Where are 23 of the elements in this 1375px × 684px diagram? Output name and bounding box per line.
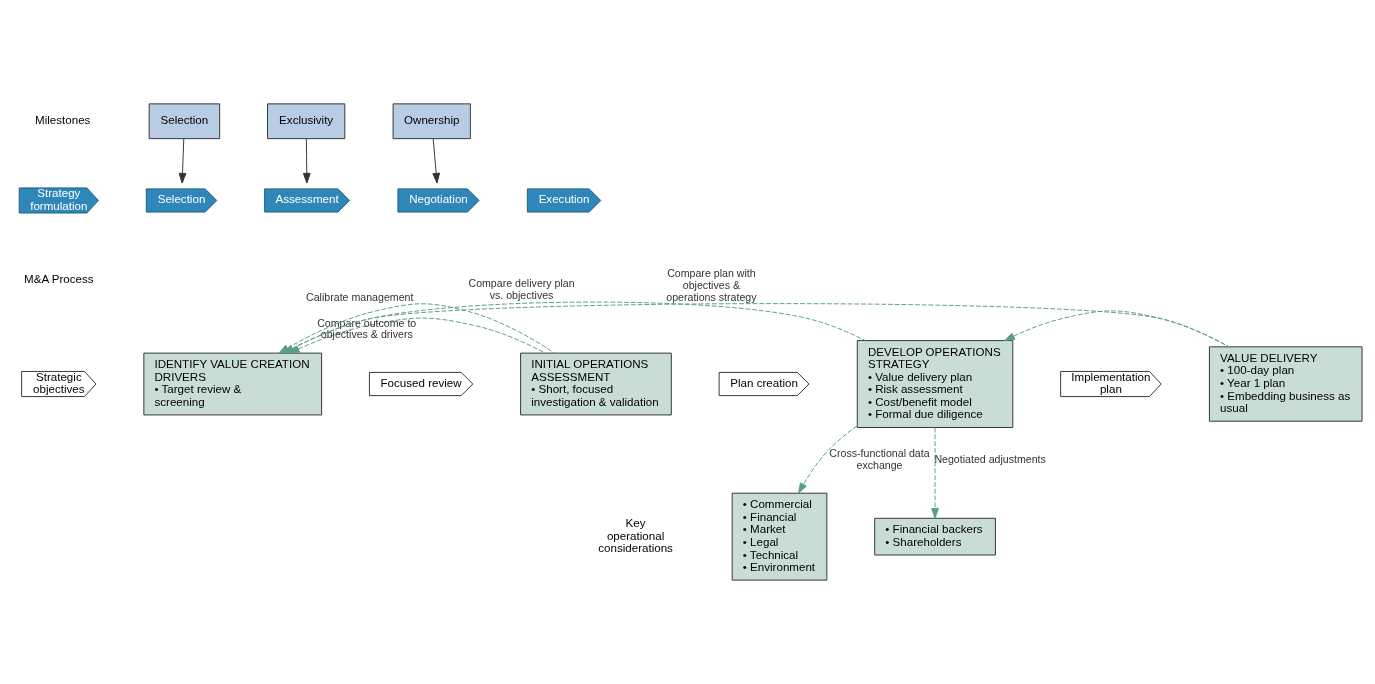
node-box: • Commercial • Financial • Market • Legal • Technical • Environment [731,492,828,581]
edge-label: Compare delivery plan vs. objectives [468,277,575,302]
label: Key operational considerations [598,517,673,555]
node-box: Ownership [392,103,471,140]
node-box: Exclusivity [267,103,346,140]
arrow [931,427,939,519]
arrow [178,138,187,184]
edge-label: Compare plan with objectives & operations strategy [666,267,757,303]
label: M&A Process [24,272,94,285]
arrow [432,138,441,184]
edge-label: Calibrate management [306,291,414,304]
arrow [1004,310,1230,348]
label: Milestones [35,114,91,127]
node-box: IDENTIFY VALUE CREATION DRIVERS • Target review & screening [143,352,323,416]
edge-label: Cross-functional data exchange [829,447,930,471]
node-box: DEVELOP OPERATIONS STRATEGY • Value delivery plan • Risk assessment • Cost/benefit model • Formal due diligence [856,340,1014,428]
arrow [302,138,311,184]
node-box: VALUE DELIVERY • 100-day plan • Year 1 plan • Embedding business as usual [1208,346,1363,422]
edge-label: Negotiated adjustments [934,453,1046,466]
node-box: • Financial backers • Shareholders [874,517,996,556]
node-box: Selection [148,103,221,140]
arrow [798,425,858,494]
node-box: INITIAL OPERATIONS ASSESSMENT • Short, focused investigation & validation [520,352,672,416]
